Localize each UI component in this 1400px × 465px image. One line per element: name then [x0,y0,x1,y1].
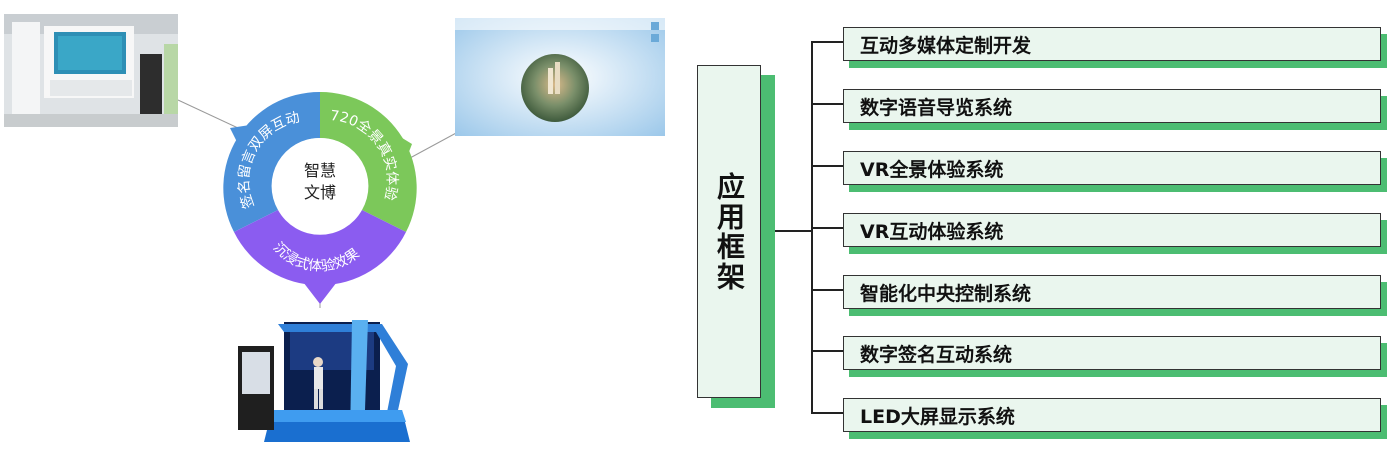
ring-segment-purple [234,210,406,286]
framework-item-vr-panorama: VR全景体验系统 [843,151,1381,185]
ring-segment-green [320,91,417,232]
framework-title-box: 应用框架 [697,65,761,398]
smart-museum-ring-diagram: 签名留言双屏互动 720全景真实体验 沉浸式体验效果 [223,91,417,304]
ring-center-label: 智慧 文博 [285,160,355,204]
photo-720-panorama [455,18,665,136]
framework-item-vr-interactive: VR互动体验系统 [843,213,1381,247]
connector-3 [811,165,845,167]
framework-title: 应用框架 [713,171,746,292]
connector-6 [811,350,845,352]
framework-item-led-display: LED大屏显示系统 [843,398,1381,432]
connector-7 [811,412,845,414]
framework-item-central-control: 智能化中央控制系统 [843,275,1381,309]
connector-1 [811,41,845,43]
center-line-2: 文博 [303,183,336,202]
framework-item-multimedia-dev: 互动多媒体定制开发 [843,27,1381,61]
photo-interactive-kiosk [4,14,178,127]
framework-branch-line [774,230,812,232]
connector-2 [811,103,845,105]
photo-vr-experience-rig [232,310,418,450]
connector-4 [811,227,845,229]
connector-5 [811,289,845,291]
framework-item-audio-guide: 数字语音导览系统 [843,89,1381,123]
center-line-1: 智慧 [303,161,336,180]
framework-item-digital-signature: 数字签名互动系统 [843,336,1381,370]
